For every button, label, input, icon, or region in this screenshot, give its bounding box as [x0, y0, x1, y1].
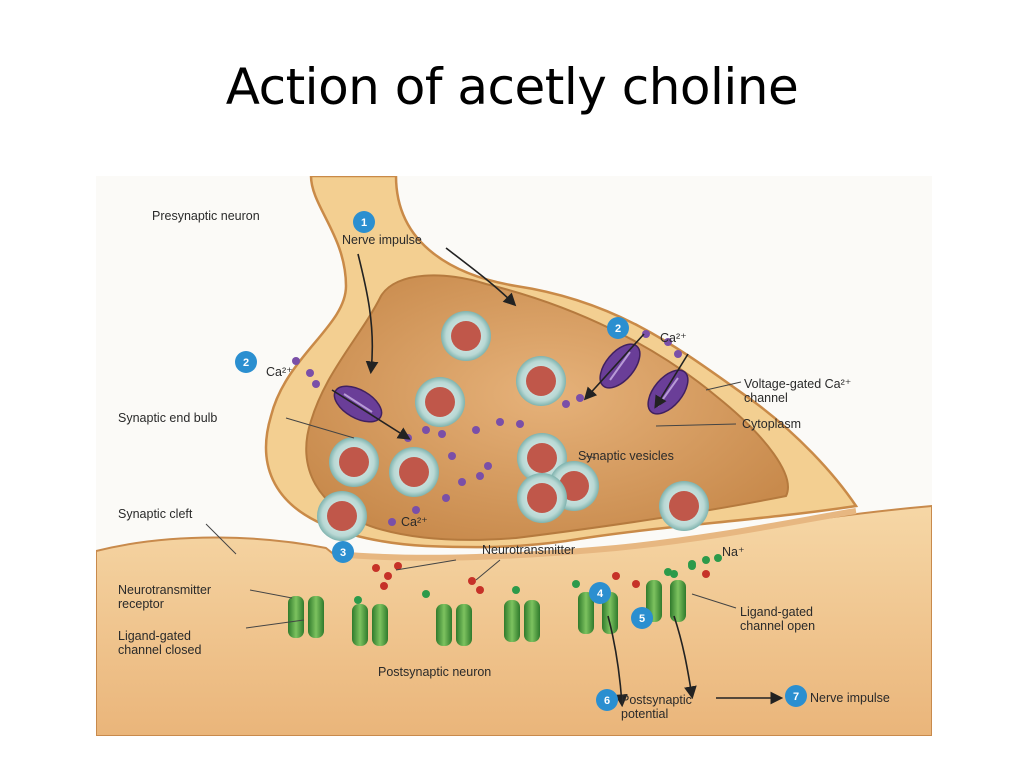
- label-ligand-closed-1: Ligand-gated: [118, 629, 191, 643]
- vesicle: [415, 377, 465, 427]
- ligand-gated-channels: [288, 580, 686, 646]
- label-cytoplasm: Cytoplasm: [742, 417, 801, 431]
- step-badge-5: 5: [631, 607, 653, 629]
- vesicle: [389, 447, 439, 497]
- label-neurotransmitter: Neurotransmitter: [482, 543, 575, 557]
- synapse-illustration: 1 2 2 3 4 5 6 7 Presynaptic neuron Nerve…: [96, 176, 932, 736]
- ligand-gated-channel-open: [578, 592, 618, 634]
- step-number: 6: [604, 695, 610, 707]
- label-presynaptic-neuron: Presynaptic neuron: [152, 209, 260, 223]
- label-ligand-open-2: channel open: [740, 619, 815, 633]
- step-badge-1: 1: [353, 211, 375, 233]
- voltage-gated-channel-right-1: [599, 343, 641, 389]
- step-number: 4: [597, 588, 604, 600]
- sodium-ions: [670, 556, 710, 578]
- label-ca-left: Ca²⁺: [266, 365, 293, 379]
- label-nt-receptor-1: Neurotransmitter: [118, 583, 211, 597]
- ligand-gated-channel: [436, 604, 472, 646]
- label-synaptic-end-bulb: Synaptic end bulb: [118, 411, 217, 425]
- step-number: 2: [243, 357, 249, 369]
- vesicle: [659, 481, 709, 531]
- vesicle: [516, 356, 566, 406]
- diagram-labels: Presynaptic neuron Nerve impulse Ca²⁺ Ca…: [118, 209, 890, 721]
- vesicle: [317, 491, 367, 541]
- slide-title: Action of acetly choline: [225, 58, 799, 116]
- vesicle: [517, 473, 567, 523]
- step-badge-2-right: 2: [607, 317, 629, 339]
- step-number: 3: [340, 547, 346, 559]
- step-number: 1: [361, 217, 367, 229]
- label-ligand-closed-2: channel closed: [118, 643, 201, 657]
- synaptic-cleft-gap: [335, 508, 857, 561]
- leader-lines: [205, 381, 742, 629]
- vesicle: [441, 311, 491, 361]
- ligand-gated-channel: [288, 596, 324, 638]
- ligand-gated-channel: [504, 600, 540, 642]
- label-postsynaptic-potential-2: potential: [621, 707, 668, 721]
- label-postsynaptic-neuron: Postsynaptic neuron: [378, 665, 491, 679]
- step-badge-2-left: 2: [235, 351, 257, 373]
- label-nerve-impulse-bottom: Nerve impulse: [810, 691, 890, 705]
- label-na: Na⁺: [722, 545, 745, 559]
- label-ligand-open-1: Ligand-gated: [740, 605, 813, 619]
- step-badge-3: 3: [332, 541, 354, 563]
- ligand-gated-channel: [352, 604, 388, 646]
- label-voltage-gated-2: channel: [744, 391, 788, 405]
- label-postsynaptic-potential-1: Postsynaptic: [621, 693, 692, 707]
- label-ca-bottom: Ca²⁺: [401, 515, 428, 529]
- step-badge-7: 7: [785, 685, 807, 707]
- label-synaptic-cleft: Synaptic cleft: [118, 507, 193, 521]
- step-number: 5: [639, 613, 645, 625]
- vesicle: [329, 437, 379, 487]
- process-arrows: [331, 247, 784, 708]
- step-badges: 1 2 2 3 4 5 6 7: [235, 211, 807, 711]
- label-voltage-gated-1: Voltage-gated Ca²⁺: [744, 377, 851, 391]
- label-ca-right: Ca²⁺: [660, 331, 687, 345]
- synapse-diagram: 1 2 2 3 4 5 6 7 Presynaptic neuron Nerve…: [96, 176, 932, 736]
- step-number: 2: [615, 323, 621, 335]
- label-nt-receptor-2: receptor: [118, 597, 164, 611]
- voltage-gated-channel-left: [333, 385, 383, 423]
- label-synaptic-vesicles: Synaptic vesicles: [578, 449, 674, 463]
- step-badge-6: 6: [596, 689, 618, 711]
- step-number: 7: [793, 691, 799, 703]
- synaptic-vesicles-group: [317, 311, 709, 541]
- step-badge-4: 4: [589, 582, 611, 604]
- label-nerve-impulse-top: Nerve impulse: [342, 233, 422, 247]
